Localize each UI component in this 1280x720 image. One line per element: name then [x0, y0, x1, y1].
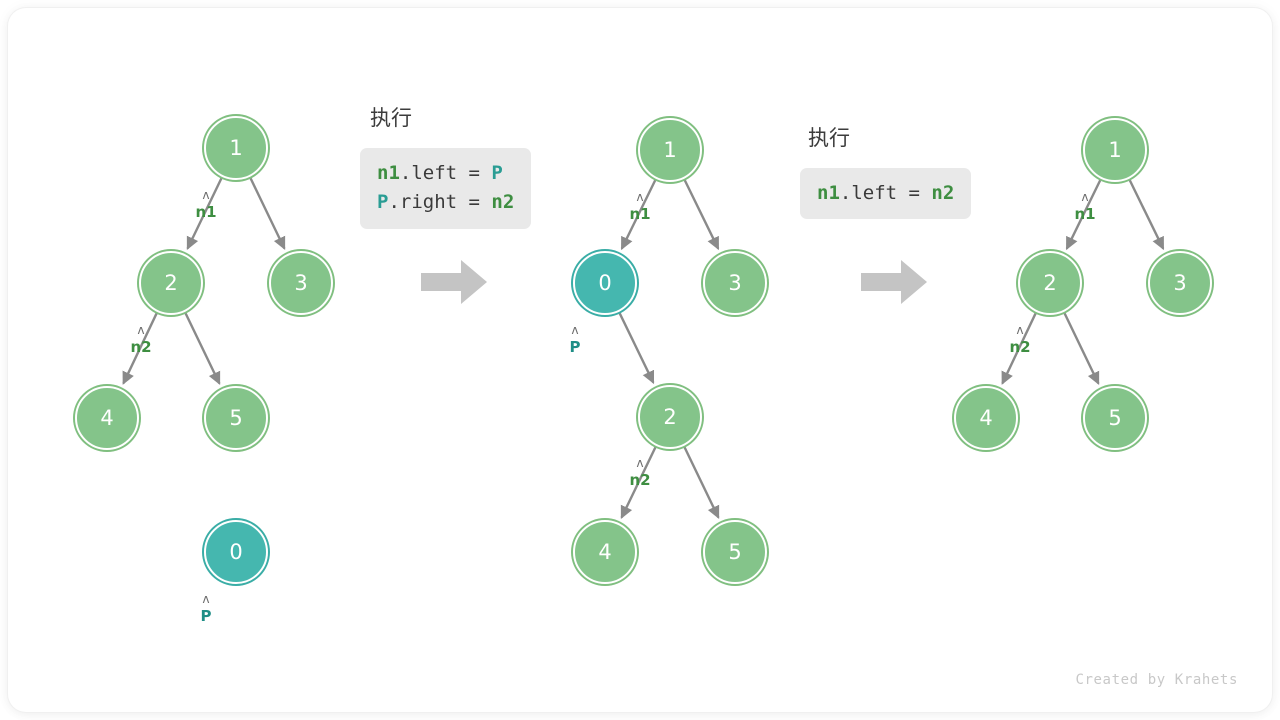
code-token: n2: [491, 191, 515, 214]
code-token: .left =: [399, 162, 492, 184]
tree-node-2[interactable]: 2: [638, 385, 702, 449]
tree-node-0[interactable]: 0: [204, 520, 268, 584]
code-token: P: [377, 191, 389, 214]
code-line: n1.left = P: [377, 159, 514, 188]
tree-node-0[interactable]: 0: [573, 251, 637, 315]
node-value: 3: [1173, 270, 1187, 295]
code-token: n1: [377, 162, 400, 184]
node-value: 5: [728, 539, 742, 564]
transition-arrow-1: [421, 258, 487, 306]
tree-edge: [184, 311, 221, 386]
node-value: 4: [100, 405, 114, 430]
caret-icon: ʌ: [202, 188, 210, 202]
node-value: 2: [663, 404, 677, 429]
caret-icon: ʌ: [636, 456, 644, 470]
tree-node-1[interactable]: 1: [1083, 118, 1147, 182]
tree-edge: [683, 178, 720, 251]
node-value: 2: [1043, 270, 1057, 295]
tree-node-2[interactable]: 2: [139, 251, 203, 315]
caret-icon: ʌ: [1081, 190, 1089, 204]
pointer-name: n2: [629, 471, 651, 489]
tree-edge: [1063, 311, 1100, 386]
tree-node-4[interactable]: 4: [75, 386, 139, 450]
tree-edge: [618, 311, 655, 385]
code-token: .left =: [839, 182, 932, 204]
caret-icon: ʌ: [571, 323, 579, 337]
node-value: 1: [663, 137, 677, 162]
node-value: 4: [979, 405, 993, 430]
pointer-name: P: [200, 607, 212, 625]
right-arrow-icon: [421, 260, 487, 304]
pointer-name: n1: [1074, 205, 1096, 223]
tree-node-2[interactable]: 2: [1018, 251, 1082, 315]
tree-node-3[interactable]: 3: [1148, 251, 1212, 315]
credit-text: Created by Krahets: [1075, 672, 1238, 688]
tree-node-3[interactable]: 3: [703, 251, 767, 315]
node-value: 1: [229, 135, 243, 160]
node-value: 5: [1108, 405, 1122, 430]
node-value: 5: [229, 405, 243, 430]
exec-heading-2: 执行: [808, 126, 850, 150]
tree-node-4[interactable]: 4: [954, 386, 1018, 450]
tree-node-4[interactable]: 4: [573, 520, 637, 584]
code-token: n1: [817, 182, 840, 204]
tree-edge: [683, 445, 720, 520]
tree-edge: [249, 176, 286, 251]
code-line: P.right = n2: [377, 188, 514, 217]
tree-node-5[interactable]: 5: [703, 520, 767, 584]
pointer-name: n1: [629, 205, 651, 223]
node-value: 0: [229, 539, 243, 564]
node-value: 1: [1108, 137, 1122, 162]
node-value: 3: [728, 270, 742, 295]
tree-node-1[interactable]: 1: [638, 118, 702, 182]
node-value: 2: [164, 270, 178, 295]
tree-node-3[interactable]: 3: [269, 251, 333, 315]
code-token: n2: [931, 182, 955, 204]
code-token: .right =: [388, 191, 492, 214]
transition-arrow-2: [861, 258, 927, 306]
node-value: 4: [598, 539, 612, 564]
tree-node-5[interactable]: 5: [1083, 386, 1147, 450]
code-token: P: [491, 162, 503, 184]
code-box-2: n1.left = n2: [800, 168, 972, 220]
caret-icon: ʌ: [202, 592, 210, 606]
node-value: 3: [294, 270, 308, 295]
pointer-name: n1: [195, 203, 217, 221]
pointer-name: n2: [130, 338, 152, 356]
tree-node-1[interactable]: 1: [204, 116, 268, 180]
tree-node-5[interactable]: 5: [204, 386, 268, 450]
code-line: n1.left = n2: [817, 179, 954, 208]
caret-icon: ʌ: [636, 190, 644, 204]
pointer-name: P: [569, 338, 581, 356]
caret-icon: ʌ: [1016, 323, 1024, 337]
pointer-name: n2: [1009, 338, 1031, 356]
exec-heading-1: 执行: [370, 106, 412, 130]
right-arrow-icon: [861, 260, 927, 304]
node-value: 0: [598, 270, 612, 295]
tree-edge: [1128, 178, 1165, 251]
caret-icon: ʌ: [137, 323, 145, 337]
